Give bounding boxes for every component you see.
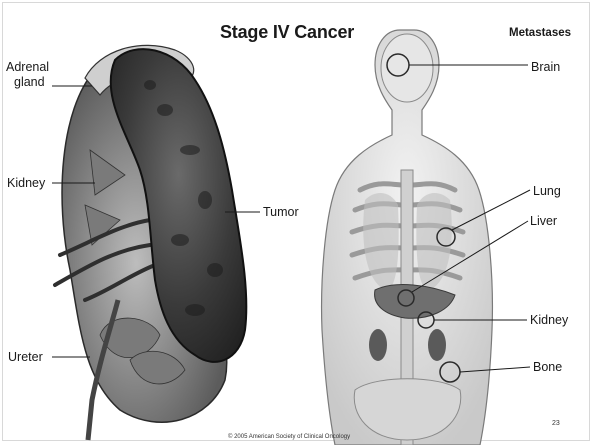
adrenal-gland-label: Adrenal gland [6, 60, 49, 90]
adrenal-label-line2: gland [6, 75, 49, 90]
skull-shape [381, 34, 433, 102]
brain-label: Brain [531, 60, 560, 74]
kidney-label-right: Kidney [530, 313, 568, 327]
bone-label: Bone [533, 360, 562, 374]
human-body-illustration [322, 30, 493, 445]
slide-title: Stage IV Cancer [220, 22, 354, 43]
kidney-left-shape [369, 329, 387, 361]
copyright-text: © 2005 American Society of Clinical Onco… [228, 434, 350, 440]
page-number: 23 [552, 420, 560, 427]
slide-subtitle: Metastases [509, 27, 571, 39]
kidney-label-left: Kidney [7, 176, 45, 190]
kidney-right-shape [428, 329, 446, 361]
ureter-label: Ureter [8, 350, 43, 364]
liver-label: Liver [530, 214, 557, 228]
tumor-label: Tumor [263, 205, 299, 219]
adrenal-label-line1: Adrenal [6, 60, 49, 75]
lung-label: Lung [533, 184, 561, 198]
